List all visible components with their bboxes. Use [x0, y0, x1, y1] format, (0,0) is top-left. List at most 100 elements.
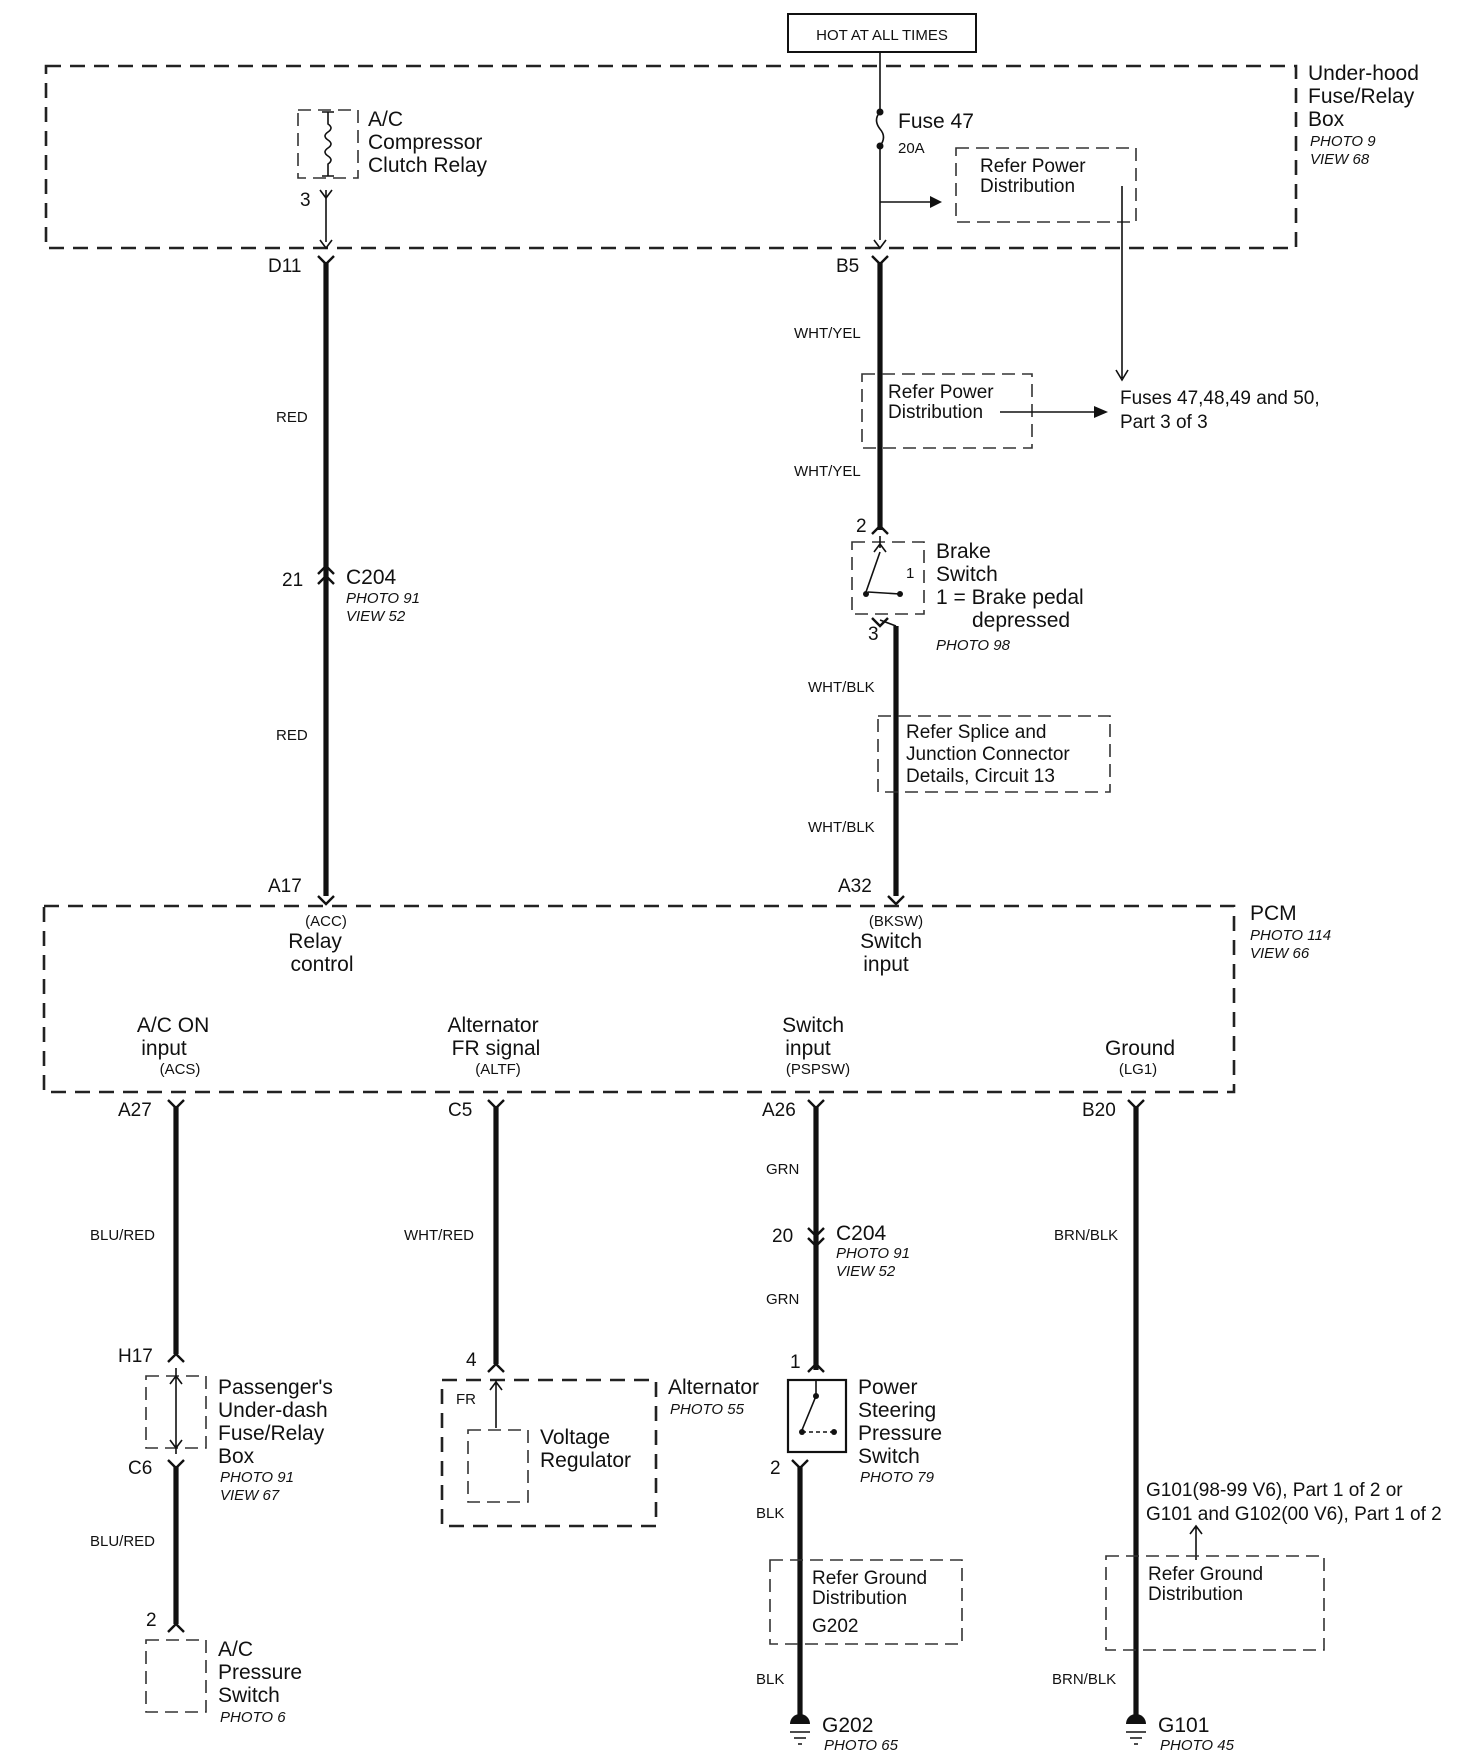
ps-switch-photo: PHOTO 79 — [860, 1469, 935, 1486]
wire-color-blk-2: BLK — [756, 1671, 784, 1688]
wire-color-whtblk-2: WHT/BLK — [808, 819, 875, 836]
pcm-altf-label: Alternator FR signal — [448, 1014, 545, 1060]
connector-c204-left — [317, 564, 335, 585]
power-steering-pressure-switch — [786, 1378, 848, 1454]
pin-b20: B20 — [1082, 1100, 1116, 1121]
ground-g202-name: G202 — [822, 1714, 873, 1737]
wire-color-whtred: WHT/RED — [404, 1227, 474, 1244]
wire-color-red-upper: RED — [276, 409, 308, 426]
pin-h17: H17 — [118, 1346, 153, 1367]
refer-splice-label: Refer Splice and Junction Connector Deta… — [906, 722, 1075, 787]
wire-color-brnblk-1: BRN/BLK — [1054, 1227, 1118, 1244]
pin-a27: A27 — [118, 1100, 152, 1121]
wire-color-brnblk-2: BRN/BLK — [1052, 1671, 1116, 1688]
fuses-reference: Fuses 47,48,49 and 50, Part 3 of 3 — [1120, 388, 1325, 433]
brake-switch-label: Brake Switch 1 = Brake pedal depressed — [936, 540, 1090, 632]
underhood-fusebox-title: Under-hood Fuse/Relay Box — [1308, 62, 1425, 131]
ground-g202-photo: PHOTO 65 — [824, 1737, 899, 1754]
wire-color-blured-2: BLU/RED — [90, 1533, 155, 1550]
brake-switch-inner-pin: 1 — [906, 565, 914, 582]
refer-ground-label-g101: Refer Ground Distribution — [1148, 1564, 1268, 1605]
pcm-acc-label: Relay control — [288, 930, 353, 976]
fuse-47-icon — [873, 66, 887, 250]
ps-switch-pin-1: 1 — [790, 1352, 801, 1373]
hot-at-all-times-label: HOT AT ALL TIMES — [816, 27, 948, 44]
connector-c204-right-photo: PHOTO 91 VIEW 52 — [836, 1245, 914, 1280]
connector-c204-left-name: C204 — [346, 566, 397, 589]
passenger-fusebox-label: Passenger's Under-dash Fuse/Relay Box — [218, 1376, 339, 1468]
pcm-bksw-label: Switch input — [860, 930, 928, 976]
ac-pressure-switch-label: A/C Pressure Switch — [218, 1638, 308, 1707]
pcm-title: PCM — [1250, 902, 1297, 925]
underhood-fusebox-photo: PHOTO 9 VIEW 68 — [1310, 133, 1380, 168]
ac-pressure-switch — [145, 1639, 207, 1713]
refer-splice-box — [877, 715, 1111, 793]
refer-ground-box-g202 — [769, 1559, 963, 1645]
ps-switch-label: Power Steering Pressure Switch — [858, 1376, 948, 1468]
pcm-lg1-label: Ground — [1105, 1037, 1175, 1060]
pin-c5: C5 — [448, 1100, 472, 1121]
pcm-photo: PHOTO 114 VIEW 66 — [1250, 927, 1335, 962]
relay-coil-icon — [322, 111, 334, 177]
pin-c6: C6 — [128, 1458, 152, 1479]
pcm-box — [42, 904, 1236, 1094]
ground-g101-photo: PHOTO 45 — [1160, 1737, 1235, 1754]
underhood-fuse-relay-box — [44, 64, 1298, 250]
connector-c204-right-name: C204 — [836, 1222, 887, 1245]
pin-b5: B5 — [836, 256, 859, 277]
ac-pressure-switch-photo: PHOTO 6 — [220, 1709, 286, 1726]
pin-a17: A17 — [268, 876, 302, 897]
hot-at-all-times-box — [787, 13, 977, 53]
connector-c204-right — [807, 1227, 825, 1248]
fuse-47-rating: 20A — [898, 140, 925, 157]
pcm-pspsw-label: Switch input — [782, 1014, 850, 1060]
ac-compressor-clutch-relay — [297, 109, 359, 179]
refer-power-distribution-mid: Refer Power Distribution — [888, 382, 999, 423]
pcm-acs-label: A/C ON input — [137, 1014, 215, 1060]
alternator-box — [440, 1378, 658, 1528]
wire-color-blk-1: BLK — [756, 1505, 784, 1522]
pin-a32: A32 — [838, 876, 872, 897]
ps-switch-pin-2: 2 — [770, 1458, 781, 1479]
alternator-name: Alternator — [668, 1376, 759, 1399]
brake-switch-contact-icon — [865, 536, 901, 595]
ps-switch-contact-icon — [801, 1380, 817, 1431]
refer-power-distribution-box-mid — [861, 373, 1033, 449]
wire-color-blured-1: BLU/RED — [90, 1227, 155, 1244]
alternator-pin-4: 4 — [466, 1350, 477, 1371]
wire-color-whtyel-2: WHT/YEL — [794, 463, 861, 480]
wire-color-grn-2: GRN — [766, 1291, 799, 1308]
connector-pin-20: 20 — [772, 1226, 793, 1247]
pcm-lg1-code: (LG1) — [1119, 1061, 1157, 1078]
brake-switch-photo: PHOTO 98 — [936, 637, 1011, 654]
relay-pin-3: 3 — [300, 190, 311, 211]
ground-g202-icon — [790, 1714, 810, 1724]
fuse-47-label: Fuse 47 — [898, 110, 974, 133]
wire-color-whtblk-1: WHT/BLK — [808, 679, 875, 696]
alternator-fr-label: FR — [456, 1391, 476, 1408]
wire-color-red-lower: RED — [276, 727, 308, 744]
pin-a26: A26 — [762, 1100, 796, 1121]
wire-color-whtyel-1: WHT/YEL — [794, 325, 861, 342]
connector-c204-left-photo: PHOTO 91 VIEW 52 — [346, 590, 424, 625]
pcm-acs-code: (ACS) — [160, 1061, 201, 1078]
wire-color-grn-1: GRN — [766, 1161, 799, 1178]
refer-power-distribution-box-top — [955, 147, 1137, 223]
voltage-regulator-label: Voltage Regulator — [540, 1426, 631, 1472]
pcm-bksw-code: (BKSW) — [869, 913, 923, 930]
brake-pin-2: 2 — [856, 516, 867, 537]
voltage-regulator — [467, 1429, 529, 1503]
connector-pin-21: 21 — [282, 570, 303, 591]
pcm-pspsw-code: (PSPSW) — [786, 1061, 850, 1078]
ground-g101-icon — [1126, 1714, 1146, 1724]
brake-pin-3: 3 — [868, 624, 879, 645]
refer-ground-ref-g202: G202 — [812, 1616, 858, 1637]
passenger-fusebox-photo: PHOTO 91 VIEW 67 — [220, 1469, 298, 1504]
relay-label: A/C Compressor Clutch Relay — [368, 108, 488, 177]
refer-ground-box-g101 — [1105, 1555, 1325, 1651]
refer-power-distribution-top: Refer Power Distribution — [980, 156, 1091, 197]
ac-switch-pin-2: 2 — [146, 1610, 157, 1631]
pcm-acc-code: (ACC) — [305, 913, 347, 930]
g101-note: G101(98-99 V6), Part 1 of 2 or G101 and … — [1146, 1480, 1442, 1525]
